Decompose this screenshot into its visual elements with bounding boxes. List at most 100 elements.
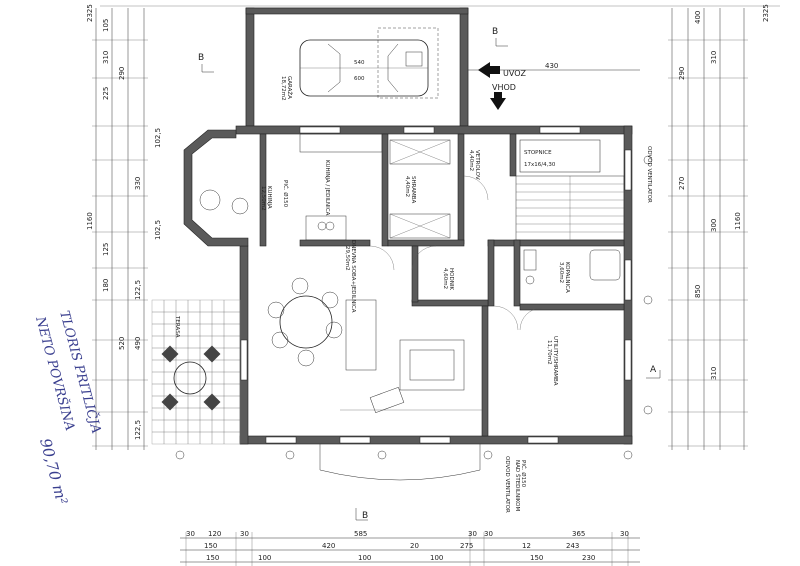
stairs-label: STOPNICE — [524, 150, 552, 156]
garage-label: GARAŽA — [286, 76, 294, 99]
section-marks: B B B A — [198, 27, 661, 521]
b2-420: 420 — [322, 542, 335, 550]
vhod-label: VHOD — [492, 83, 516, 92]
kitchen-area: 12,50m2 — [260, 186, 266, 211]
kitchen-dining-label: KUHINJA / JEDILNICA — [324, 160, 330, 216]
b1-365: 365 — [572, 530, 585, 538]
car-icon — [299, 39, 429, 97]
left-dim-125: 125 — [102, 243, 110, 256]
bottom-step — [319, 444, 481, 481]
b1-30d: 30 — [484, 530, 493, 538]
bathroom-fixtures — [523, 249, 621, 285]
utility-area: 11,70m2 — [546, 340, 552, 365]
right-dim-310: 310 — [710, 51, 718, 64]
handwritten-note: TLORIS PRITLIČJA NETO POVRŠINA 90,70 m² — [32, 309, 105, 507]
bottom-dimension-chains: 30 120 30 585 30 30 365 30 150 420 20 27… — [180, 530, 640, 566]
bathroom-area: 3,60m2 — [558, 262, 564, 283]
window-marks — [240, 126, 632, 444]
garage: 540 600 GARAŽA 18,72m2 — [245, 7, 469, 127]
terrace: TERASA — [151, 299, 241, 445]
right-dim-400: 400 — [694, 11, 702, 24]
hall-area: 4,60m2 — [442, 268, 448, 289]
arrow-left-icon — [478, 62, 490, 78]
door-swings — [369, 175, 543, 331]
garage-dim-600: 600 — [354, 76, 365, 82]
b3-230: 230 — [582, 554, 595, 562]
b1-30b: 30 — [240, 530, 249, 538]
b1-585: 585 — [354, 530, 367, 538]
right-dim-310b: 310 — [710, 367, 718, 380]
left-dim-180: 180 — [102, 279, 110, 292]
left-dim-330: 330 — [134, 177, 142, 190]
right-dim-850: 850 — [694, 285, 702, 298]
right-dim-300: 300 — [710, 219, 718, 232]
left-dim-520: 520 — [118, 337, 126, 350]
b1-30e: 30 — [620, 530, 629, 538]
b2-243: 243 — [566, 542, 579, 550]
b3-150b: 150 — [530, 554, 543, 562]
left-dim-1225b: 122,5 — [134, 420, 142, 440]
section-b-top-right: B — [492, 27, 498, 37]
section-b-bottom: B — [362, 511, 368, 521]
pantry-area: 4,40m2 — [404, 176, 410, 197]
right-dim-1160: 1160 — [734, 212, 742, 230]
utility-label: UTILITY/SHRAMBA — [552, 336, 558, 386]
left-dimension-chains: 2325 1160 310 290 102,5 330 102,5 520 12… — [86, 4, 162, 450]
left-dim-225: 225 — [102, 87, 110, 100]
b2-150: 150 — [204, 542, 217, 550]
room-labels: KUHINJA 12,50m2 PIĆ. Ø150 KUHINJA / JEDI… — [260, 146, 652, 513]
staircase: STOPNICE 17x16/4,30 — [515, 139, 625, 241]
section-a-right: A — [650, 365, 657, 375]
note-line-3: 90,70 m² — [36, 436, 71, 506]
section-b-top-left: B — [198, 53, 204, 63]
b3-100b: 100 — [358, 554, 371, 562]
dining-set — [199, 189, 343, 367]
garage-area: 18,72m2 — [280, 76, 286, 101]
b1-30a: 30 — [186, 530, 195, 538]
left-dim-290: 290 — [118, 67, 126, 80]
b1-30c: 30 — [468, 530, 477, 538]
left-dim-1225a: 122,5 — [134, 280, 142, 300]
stairs-spec: 17x16/4,30 — [524, 162, 556, 168]
pantry-label: SHRAMBA — [410, 176, 416, 204]
right-dim-290: 290 — [678, 67, 686, 80]
left-dim-1160a: 1160 — [86, 212, 94, 230]
living-furniture — [340, 339, 482, 413]
b3-100c: 100 — [430, 554, 443, 562]
b2-20: 20 — [410, 542, 419, 550]
garage-dim-540: 540 — [354, 60, 365, 66]
left-dim-1025a: 102,5 — [154, 128, 162, 148]
b2-275: 275 — [460, 542, 473, 550]
vent-bottom-pic2: NAD ŠTEDILNIKOM — [514, 460, 521, 511]
top-dim-430: 430 — [545, 62, 558, 70]
pantry-shelving — [389, 139, 451, 239]
right-dim-270: 270 — [678, 177, 686, 190]
living-area: 29,50m2 — [344, 246, 350, 271]
b1-120: 120 — [208, 530, 221, 538]
terrace-table-icon — [161, 345, 221, 411]
entrance-marker: UVOZ VHOD — [478, 62, 526, 110]
left-dim-2325: 2325 — [86, 4, 94, 22]
left-dim-490: 490 — [134, 337, 142, 350]
living-label: DNEVNA SOBA+JEDILNICA — [350, 240, 356, 313]
vent-bottom-pic: PIĆ. Ø150 — [520, 460, 527, 488]
right-dim-2325: 2325 — [762, 4, 770, 22]
kitchen-label: KUHINJA — [266, 186, 272, 209]
left-dim-310: 310 — [102, 51, 110, 64]
left-dim-105: 105 — [102, 19, 110, 32]
left-dim-1025b: 102,5 — [154, 220, 162, 240]
uvoz-label: UVOZ — [503, 69, 526, 78]
arrow-down-icon — [490, 98, 506, 110]
vent-bottom-label: ODVOD VENTILATOR — [504, 456, 510, 513]
vestibule-area: 4,40m2 — [468, 150, 474, 171]
kitchen-vent: PIĆ. Ø150 — [282, 180, 289, 208]
vent-right-label: ODVOD VENTILATOR — [646, 146, 652, 203]
b3-100a: 100 — [258, 554, 271, 562]
kitchen-counter — [299, 133, 383, 371]
bathroom-label: KOPALNICA — [564, 262, 570, 293]
column-markers — [175, 155, 653, 460]
right-dimension-chains: 2325 1160 400 310 290 270 300 850 310 — [668, 4, 770, 450]
vestibule-label: VETROLOV — [474, 150, 480, 180]
hall-label: HODNIK — [448, 268, 454, 290]
